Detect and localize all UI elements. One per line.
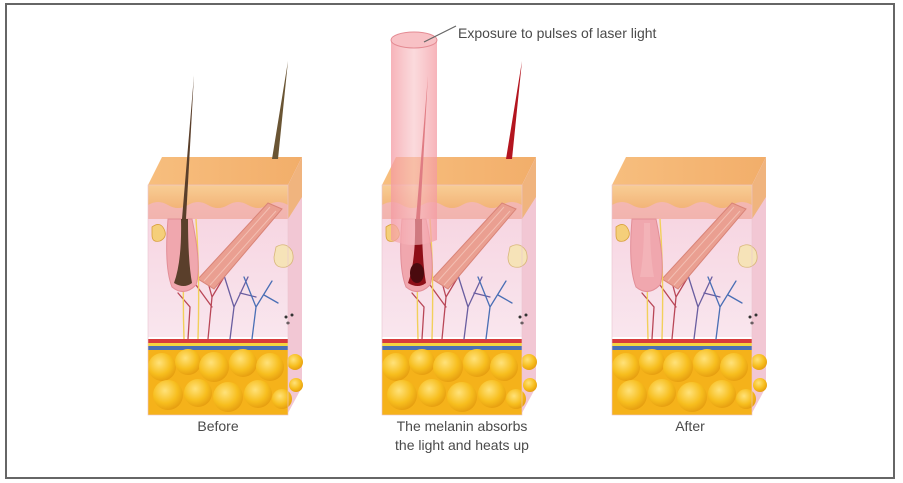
laser-exposure-label: Exposure to pulses of laser light xyxy=(458,24,656,43)
before-skin-block xyxy=(148,61,303,415)
during-label-line1: The melanin absorbs xyxy=(372,417,552,436)
during-label: The melanin absorbs the light and heats … xyxy=(372,417,552,455)
before-label: Before xyxy=(168,417,268,436)
during-label-line2: the light and heats up xyxy=(372,436,552,455)
after-skin-block xyxy=(612,157,767,415)
after-label: After xyxy=(640,417,740,436)
